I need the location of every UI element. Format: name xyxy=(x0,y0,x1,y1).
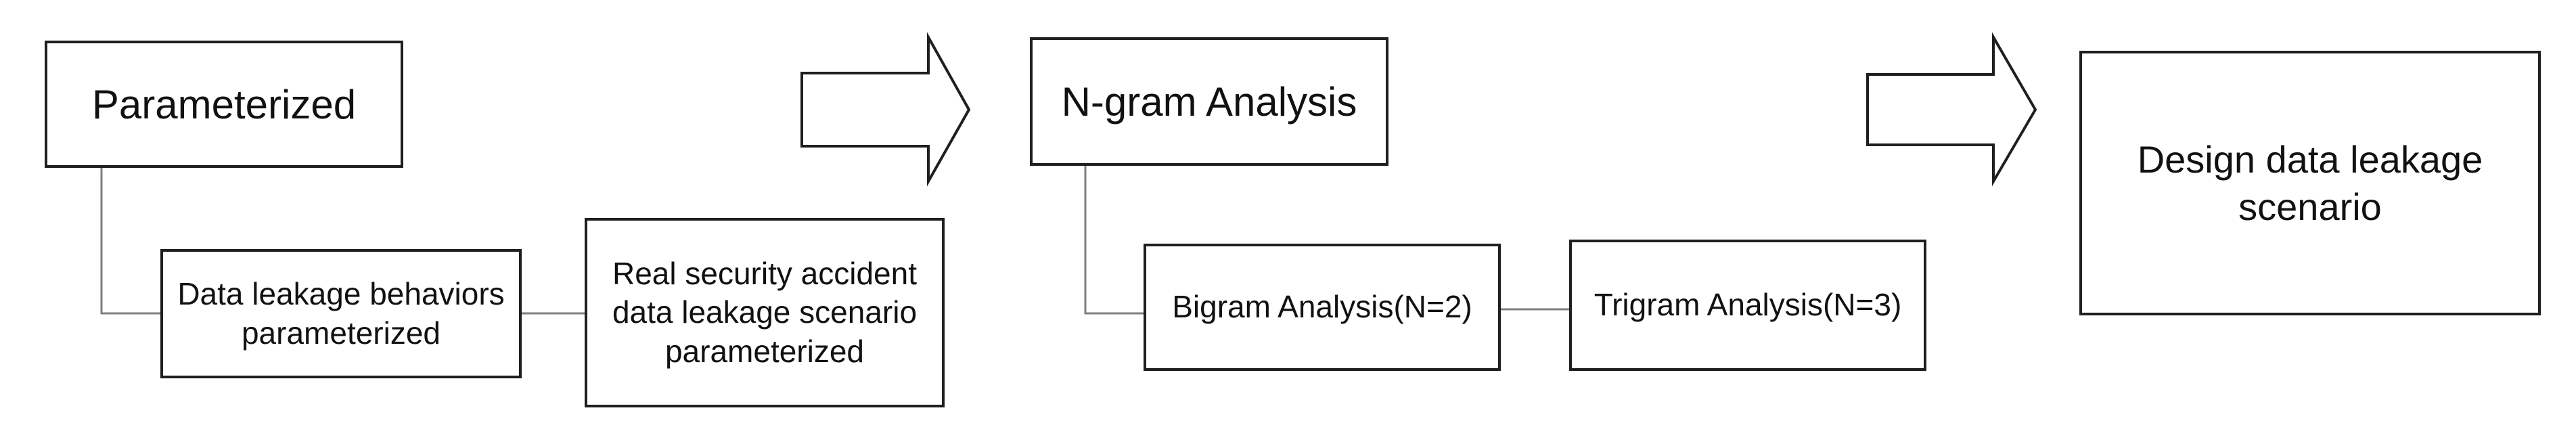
design-scenario-title: Design data leakage scenario xyxy=(2137,137,2483,228)
parameterized-box: Parameterized xyxy=(45,41,403,168)
behaviors-line: parameterized xyxy=(241,315,441,351)
accident-line: parameterized xyxy=(664,333,865,369)
real-accident-scenario-text: Real security accident data leakage scen… xyxy=(612,254,917,372)
bigram-analysis-text: Bigram Analysis(N=2) xyxy=(1172,289,1472,325)
connector-param-to-behaviors xyxy=(100,168,160,315)
design-scenario-box: Design data leakage scenario xyxy=(2079,51,2541,315)
parameterized-title: Parameterized xyxy=(91,81,357,127)
real-accident-scenario-box: Real security accident data leakage scen… xyxy=(585,218,945,407)
data-leakage-behaviors-box: Data leakage behaviors parameterized xyxy=(160,249,522,378)
bigram-analysis-box: Bigram Analysis(N=2) xyxy=(1144,244,1501,371)
behaviors-line: Data leakage behaviors xyxy=(177,276,505,311)
trigram-analysis-text: Trigram Analysis(N=3) xyxy=(1594,287,1902,323)
connector-ngram-to-bigram xyxy=(1084,166,1144,315)
data-leakage-behaviors-text: Data leakage behaviors parameterized xyxy=(177,275,504,353)
ngram-analysis-title: N-gram Analysis xyxy=(1061,79,1357,125)
trigram-analysis-box: Trigram Analysis(N=3) xyxy=(1569,240,1926,371)
block-arrow-right-icon xyxy=(800,32,971,187)
accident-line: Real security accident xyxy=(612,255,917,291)
accident-line: data leakage scenario xyxy=(612,294,918,330)
block-arrow-right-icon xyxy=(1866,32,2037,187)
ngram-analysis-box: N-gram Analysis xyxy=(1030,37,1388,166)
